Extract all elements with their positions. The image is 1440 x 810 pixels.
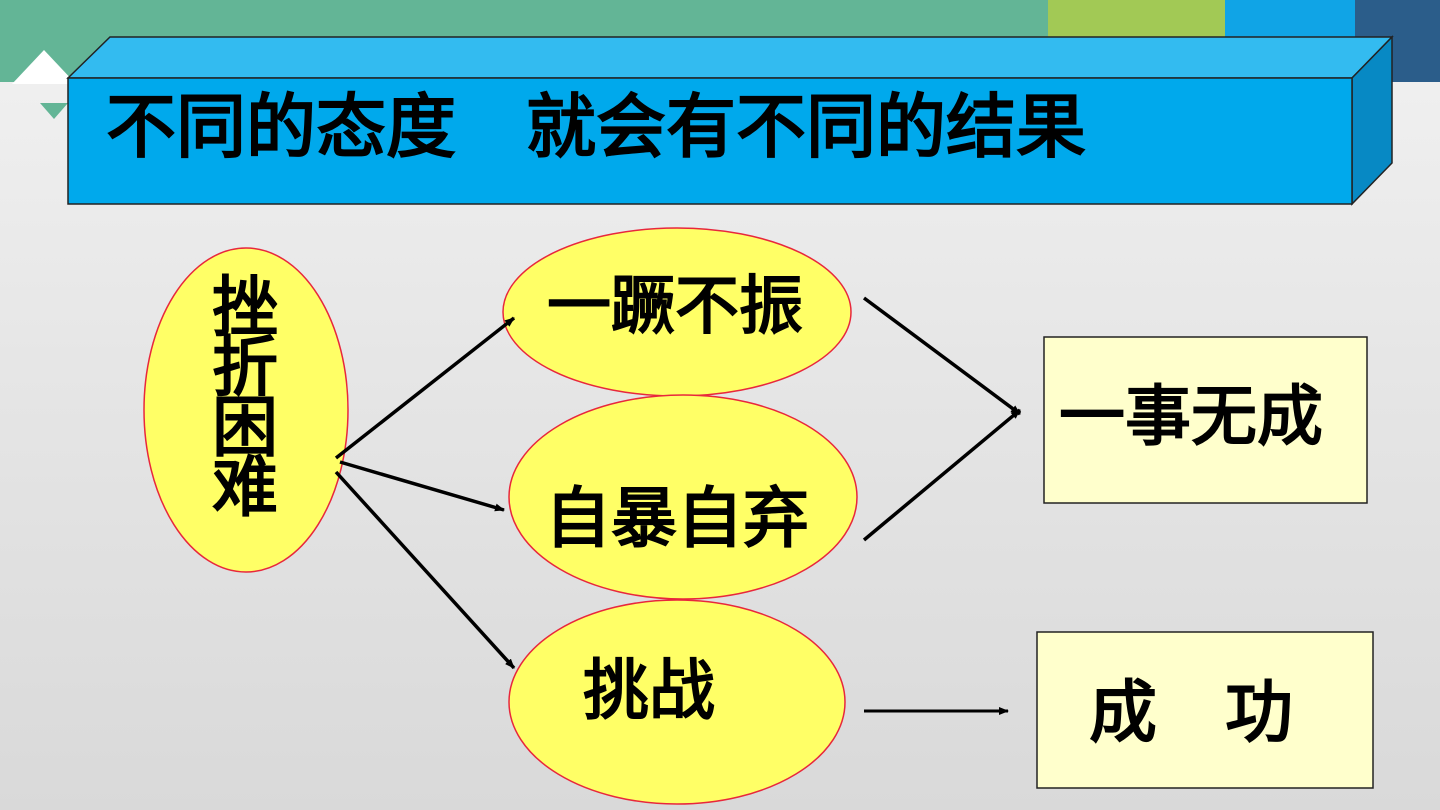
corner-triangle-teal [40, 103, 68, 119]
arrow-source-to-attitude-3 [334, 470, 516, 670]
arrow-source-to-attitude-2 [339, 460, 505, 512]
page-title: 不同的态度 就会有不同的结果 [106, 86, 1086, 168]
result-label-2: 成 功 [1088, 674, 1293, 753]
arrow-attitude-1-to-result-1 [862, 296, 1022, 416]
result-label-1: 一事无成 [1059, 378, 1323, 455]
arrow-source-to-attitude-1 [334, 316, 516, 460]
arrow-attitude-2-to-result-1 [862, 408, 1022, 542]
result-box-1 [1043, 336, 1368, 504]
result-box-2 [1036, 631, 1374, 789]
attitude-ellipse-3 [508, 599, 846, 805]
title-box-front-face [67, 77, 1353, 205]
attitude-label-3: 挑战 [583, 652, 715, 729]
attitude-label-2: 自暴自弃 [545, 480, 809, 557]
attitude-label-1: 一蹶不振 [547, 270, 803, 344]
source-ellipse [143, 247, 349, 573]
source-label: 挫折困难 [201, 272, 278, 512]
attitude-ellipse-2 [508, 394, 858, 600]
corner-triangle-white [12, 50, 76, 84]
